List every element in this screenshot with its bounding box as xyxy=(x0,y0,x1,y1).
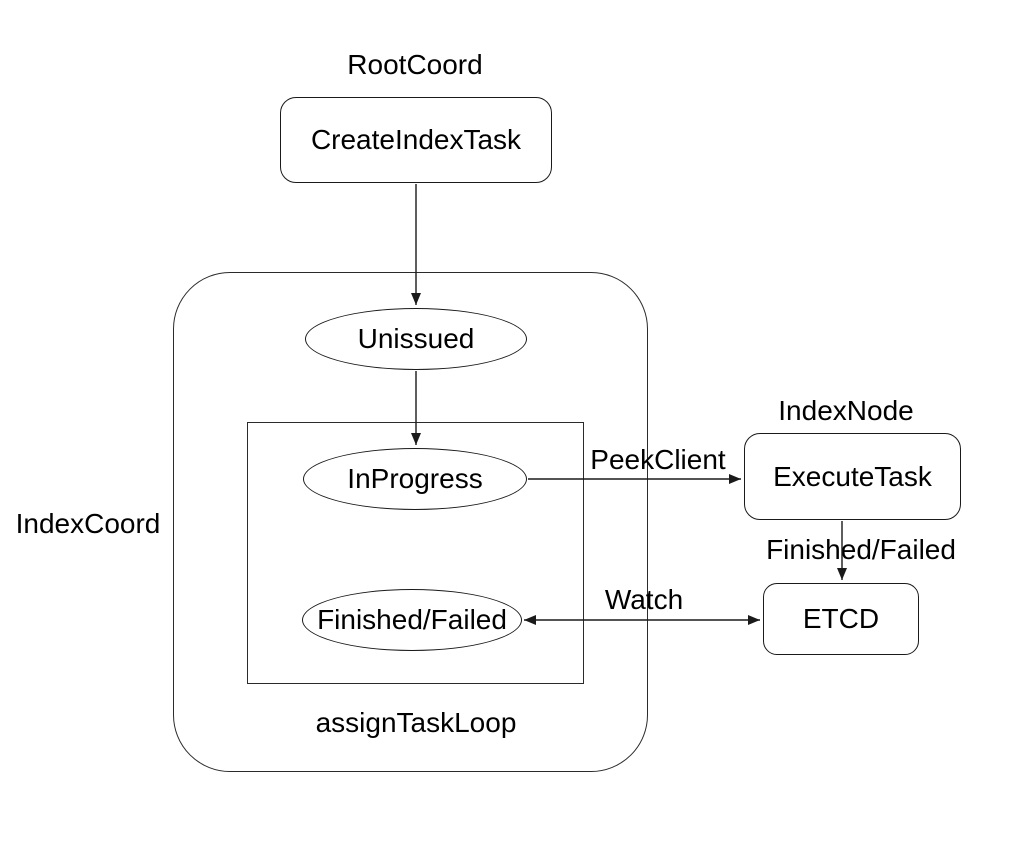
edge-label-finished-failed: Finished/Failed xyxy=(766,534,956,565)
label-assign-task-loop: assignTaskLoop xyxy=(315,707,517,738)
indexcoord-container xyxy=(173,272,648,772)
node-create-index-task: CreateIndexTask xyxy=(280,97,552,183)
label-rootcoord: RootCoord xyxy=(347,49,483,80)
label-indexnode: IndexNode xyxy=(778,395,914,426)
node-in-progress: InProgress xyxy=(303,448,527,510)
node-unissued: Unissued xyxy=(305,308,527,370)
edge-label-peek-client: PeekClient xyxy=(590,444,726,475)
node-finished-failed: Finished/Failed xyxy=(302,589,522,651)
node-etcd: ETCD xyxy=(763,583,919,655)
edge-label-watch: Watch xyxy=(604,584,684,615)
node-execute-task: ExecuteTask xyxy=(744,433,961,520)
label-indexcoord: IndexCoord xyxy=(15,508,161,539)
